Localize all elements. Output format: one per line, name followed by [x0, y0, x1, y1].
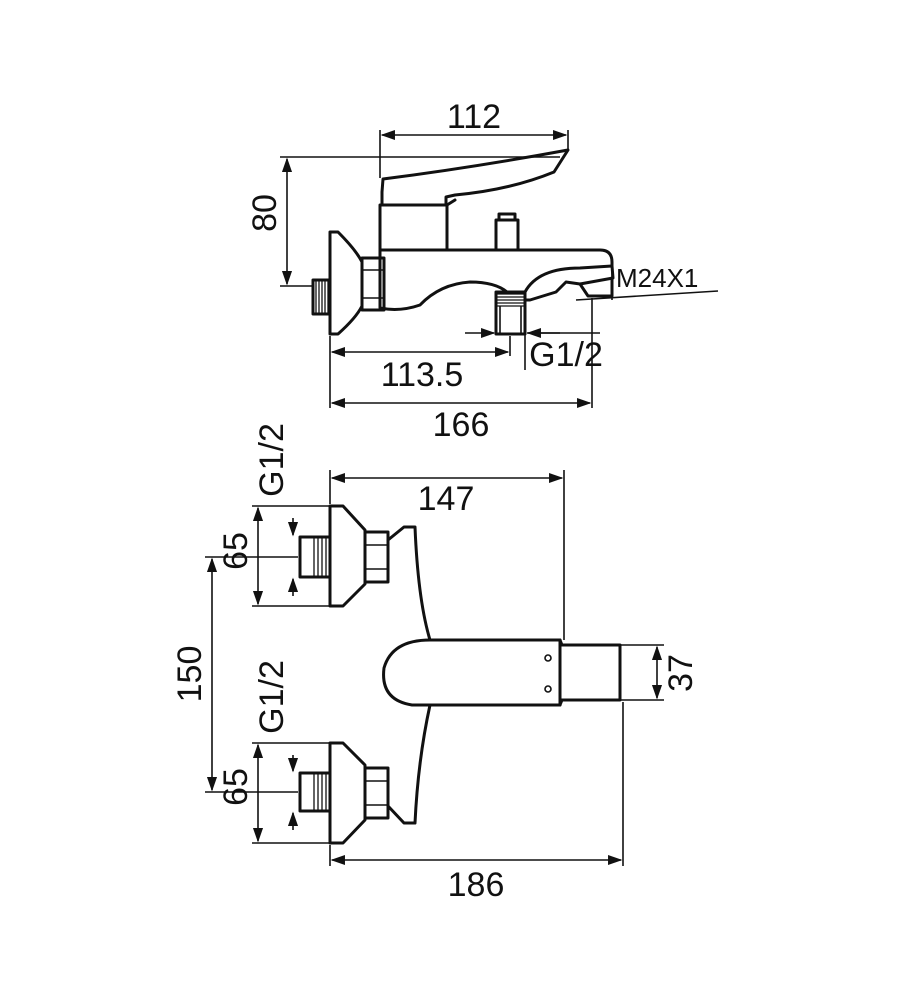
top-view-faucet-body [298, 504, 622, 845]
dim-g12-outlet: G1/2 [465, 327, 603, 374]
dim-113-5: 113.5 [329, 336, 511, 408]
dim-166: 166 [330, 298, 593, 444]
dim-80-label: 80 [246, 194, 284, 232]
dim-g12-upper: G1/2 [253, 423, 299, 596]
dim-65-upper: 65 [217, 505, 330, 607]
dim-37: 37 [620, 644, 700, 701]
dim-65-upper-label: 65 [217, 532, 255, 570]
dim-m24x1: M24X1 [575, 263, 719, 301]
dim-112: 112 [379, 98, 569, 178]
side-view: 112 80 M24X1 G1/2 113.5 [246, 98, 719, 444]
dim-186: 186 [329, 702, 624, 904]
dim-g12-lower-label: G1/2 [253, 660, 291, 734]
dim-37-label: 37 [662, 654, 700, 692]
dim-112-label: 112 [447, 98, 501, 136]
dim-147: 147 [329, 470, 565, 640]
dim-166-label: 166 [433, 406, 490, 444]
dim-150: 150 [171, 556, 298, 793]
dim-186-label: 186 [448, 866, 505, 904]
dim-147-label: 147 [418, 480, 475, 518]
dim-150-label: 150 [171, 646, 209, 703]
dim-65-lower-label: 65 [217, 768, 255, 806]
dim-113-5-label: 113.5 [381, 356, 464, 394]
dim-g12-upper-label: G1/2 [253, 423, 291, 497]
top-view: G1/2 65 147 150 37 [171, 423, 700, 904]
side-view-faucet-body [311, 148, 615, 336]
dim-m24x1-label: M24X1 [616, 263, 698, 293]
dim-65-lower: 65 [217, 742, 330, 844]
dim-g12-lower: G1/2 [253, 660, 299, 830]
dim-80: 80 [246, 156, 560, 287]
dim-g12-outlet-label: G1/2 [529, 336, 603, 374]
